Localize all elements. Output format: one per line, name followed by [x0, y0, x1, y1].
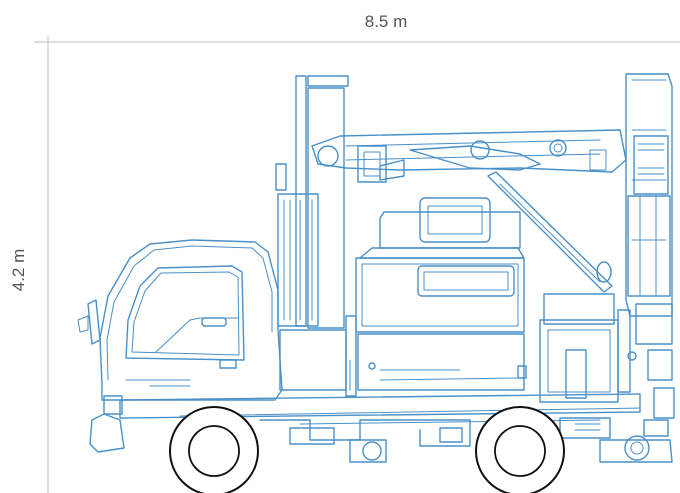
rear-column: [617, 73, 675, 419]
rear-wheel: [475, 406, 565, 493]
rear-equipment-box: [539, 293, 619, 403]
aerial-boom: [311, 129, 627, 293]
truck-chassis: [119, 393, 673, 463]
truck-cab: [77, 239, 283, 453]
truck-illustration: [77, 73, 675, 493]
width-dimension-label: 8.5 m: [365, 12, 408, 31]
front-wheel: [169, 406, 259, 493]
height-dimension-label: 4.2 m: [9, 249, 28, 292]
aerial-mast: [275, 75, 357, 397]
platform-bucket: [355, 197, 527, 391]
